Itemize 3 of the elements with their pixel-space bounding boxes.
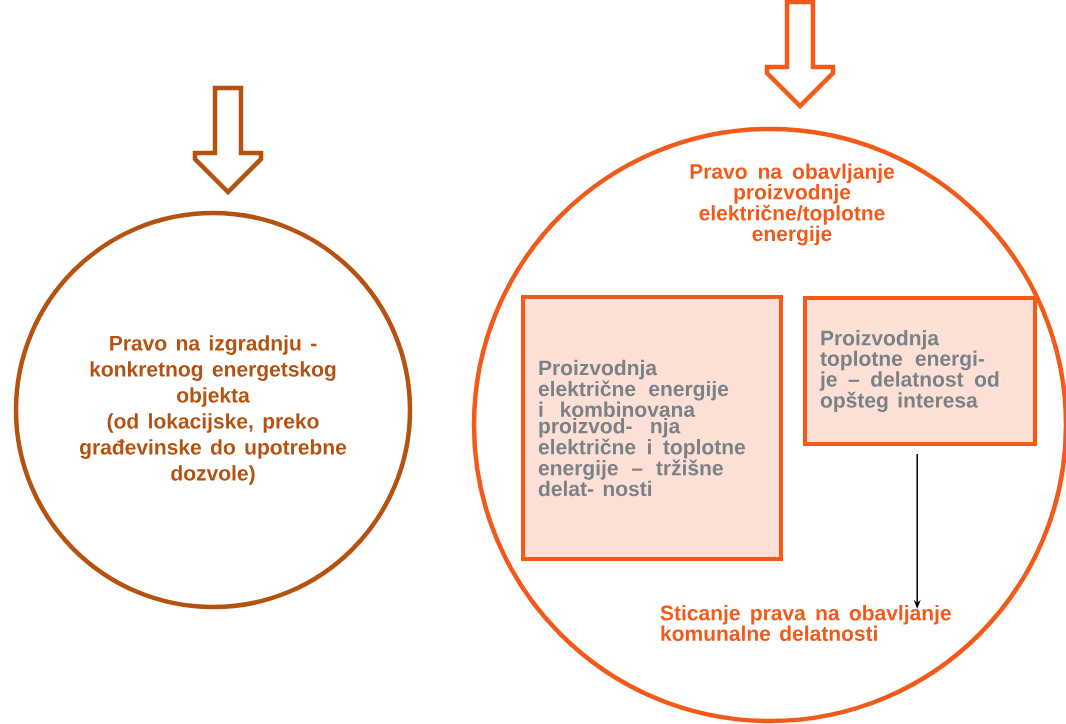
process-box: Proizvodnja toplotne energi- je – delatnost od opšteg interesa	[803, 296, 1037, 446]
process-box: Proizvodnja električne energije i kombinovana proizvod- nja električne i toplotne energije – tržišne delat- nosti	[521, 295, 783, 561]
text-label: Sticanje prava na obavljanje komunalne delatnosti	[660, 605, 951, 641]
